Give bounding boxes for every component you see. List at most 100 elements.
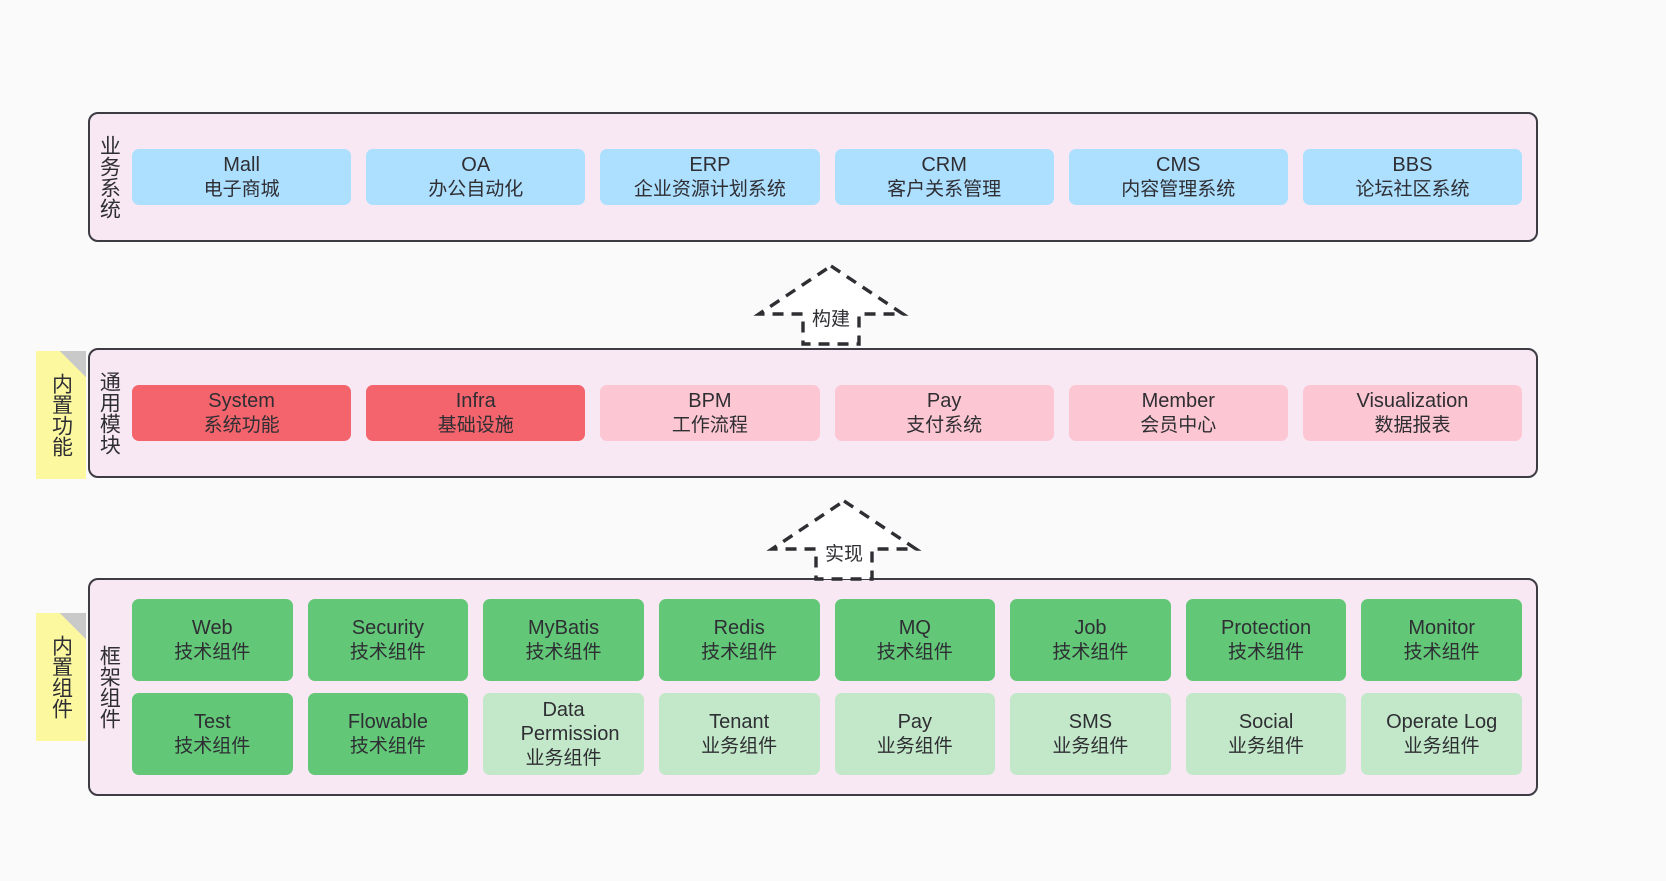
card-row: Mall 电子商城 OA 办公自动化 ERP 企业资源计划系统 CRM 客户关系… [132, 149, 1523, 205]
card-title: Social [1238, 711, 1294, 734]
card-mall[interactable]: Mall 电子商城 [132, 149, 352, 205]
card-subtitle: 内容管理系统 [1121, 178, 1236, 200]
card-subtitle: 系统功能 [203, 414, 280, 436]
card-infra[interactable]: Infra 基础设施 [366, 385, 586, 441]
card-protection[interactable]: Protection 技术组件 [1185, 599, 1347, 681]
note-label: 内置功能 [49, 373, 73, 457]
card-subtitle: 技术组件 [1403, 641, 1480, 663]
note-builtin-components[interactable]: 内置组件 [36, 613, 86, 741]
connector-implement: 实现 [766, 497, 922, 582]
layer-business-system-body: Mall 电子商城 OA 办公自动化 ERP 企业资源计划系统 CRM 客户关系… [126, 114, 1536, 240]
card-pay[interactable]: Pay 支付系统 [834, 385, 1054, 441]
card-title: CMS [1156, 154, 1201, 177]
card-subtitle: 业务组件 [525, 747, 602, 769]
card-subtitle: 数据报表 [1374, 414, 1451, 436]
card-crm[interactable]: CRM 客户关系管理 [834, 149, 1054, 205]
card-subtitle: 技术组件 [349, 735, 426, 757]
card-subtitle: 技术组件 [174, 735, 251, 757]
layer-business-system: 业务系统 Mall 电子商城 OA 办公自动化 ERP 企业资源计划系统 CRM… [88, 112, 1538, 242]
card-row-tech: Web 技术组件 Security 技术组件 MyBatis 技术组件 Redi… [132, 599, 1522, 681]
card-cms[interactable]: CMS 内容管理系统 [1068, 149, 1288, 205]
card-bpm[interactable]: BPM 工作流程 [600, 385, 820, 441]
card-system[interactable]: System 系统功能 [132, 385, 352, 441]
card-sms[interactable]: SMS 业务组件 [1010, 693, 1171, 775]
card-title: Redis [713, 617, 765, 640]
card-mybatis[interactable]: MyBatis 技术组件 [483, 599, 644, 681]
card-flowable[interactable]: Flowable 技术组件 [307, 693, 469, 775]
card-subtitle: 会员中心 [1140, 414, 1217, 436]
card-redis[interactable]: Redis 技术组件 [658, 599, 820, 681]
layer-framework-component-label: 框架组件 [97, 645, 121, 729]
card-subtitle: 企业资源计划系统 [633, 178, 786, 200]
card-title: Pay [897, 711, 933, 734]
card-title: BBS [1392, 154, 1433, 177]
card-subtitle: 业务组件 [876, 735, 953, 757]
build-arrow-icon [753, 263, 909, 346]
note-label: 内置组件 [49, 635, 73, 719]
layer-common-module: 通用模块 System 系统功能 Infra 基础设施 BPM 工作流程 Pay… [88, 348, 1538, 478]
layer-framework-component-body: Web 技术组件 Security 技术组件 MyBatis 技术组件 Redi… [126, 580, 1536, 794]
card-job[interactable]: Job 技术组件 [1010, 599, 1171, 681]
card-subtitle: 工作流程 [671, 414, 748, 436]
card-web[interactable]: Web 技术组件 [132, 599, 293, 681]
card-subtitle: 技术组件 [701, 641, 778, 663]
card-title: Protection [1221, 617, 1312, 640]
note-fold-corner-icon [60, 351, 86, 377]
card-subtitle: 业务组件 [1403, 735, 1480, 757]
card-title: Pay [926, 390, 962, 413]
card-title: CRM [921, 154, 967, 177]
card-erp[interactable]: ERP 企业资源计划系统 [600, 149, 820, 205]
card-title: Security [351, 617, 425, 640]
card-row-business: Test 技术组件 Flowable 技术组件 Data Permission … [132, 693, 1522, 775]
card-operate-log[interactable]: Operate Log 业务组件 [1361, 693, 1522, 775]
card-member[interactable]: Member 会员中心 [1068, 385, 1288, 441]
card-oa[interactable]: OA 办公自动化 [366, 149, 586, 205]
card-tenant[interactable]: Tenant 业务组件 [658, 693, 820, 775]
implement-arrow-icon [766, 498, 922, 581]
card-subtitle: 论坛社区系统 [1355, 178, 1470, 200]
card-title: ERP [689, 154, 731, 177]
card-subtitle: 技术组件 [525, 641, 602, 663]
card-title: Web [191, 617, 233, 640]
card-bbs[interactable]: BBS 论坛社区系统 [1302, 149, 1523, 205]
card-title: OA [461, 154, 491, 177]
card-subtitle: 技术组件 [174, 641, 251, 663]
layer-framework-component: 框架组件 Web 技术组件 Security 技术组件 MyBatis 技术组件… [88, 578, 1538, 796]
card-monitor[interactable]: Monitor 技术组件 [1361, 599, 1522, 681]
card-subtitle: 电子商城 [203, 178, 280, 200]
card-security[interactable]: Security 技术组件 [307, 599, 469, 681]
card-title: Infra [455, 390, 496, 413]
card-social[interactable]: Social 业务组件 [1185, 693, 1347, 775]
layer-common-module-label: 通用模块 [97, 371, 121, 455]
card-title: MyBatis [528, 617, 600, 640]
card-subtitle: 办公自动化 [428, 178, 524, 200]
card-title: MQ [898, 617, 931, 640]
card-mq[interactable]: MQ 技术组件 [834, 599, 996, 681]
card-subtitle: 业务组件 [701, 735, 778, 757]
card-subtitle: 技术组件 [1228, 641, 1305, 663]
card-subtitle: 业务组件 [1228, 735, 1305, 757]
card-subtitle: 客户关系管理 [887, 178, 1002, 200]
card-pay-component[interactable]: Pay 业务组件 [834, 693, 996, 775]
card-test[interactable]: Test 技术组件 [132, 693, 293, 775]
card-title: Test [193, 711, 231, 734]
card-title: Monitor [1408, 617, 1476, 640]
layer-common-module-body: System 系统功能 Infra 基础设施 BPM 工作流程 Pay 支付系统… [126, 350, 1536, 476]
card-title: Flowable [347, 711, 428, 734]
card-title: Tenant [709, 711, 770, 734]
card-title: Data Permission [520, 699, 620, 746]
card-title: BPM [688, 390, 732, 413]
card-title: Member [1141, 390, 1215, 413]
card-title: Job [1074, 617, 1107, 640]
connector-build: 构建 [753, 262, 909, 347]
card-subtitle: 业务组件 [1052, 735, 1129, 757]
card-title: Mall [223, 154, 260, 177]
card-title: Visualization [1356, 390, 1469, 413]
card-title: Operate Log [1386, 711, 1498, 734]
layer-business-system-label: 业务系统 [97, 135, 121, 219]
card-subtitle: 基础设施 [437, 414, 514, 436]
card-data-permission[interactable]: Data Permission 业务组件 [483, 693, 644, 775]
note-builtin-features[interactable]: 内置功能 [36, 351, 86, 479]
card-visualization[interactable]: Visualization 数据报表 [1302, 385, 1523, 441]
